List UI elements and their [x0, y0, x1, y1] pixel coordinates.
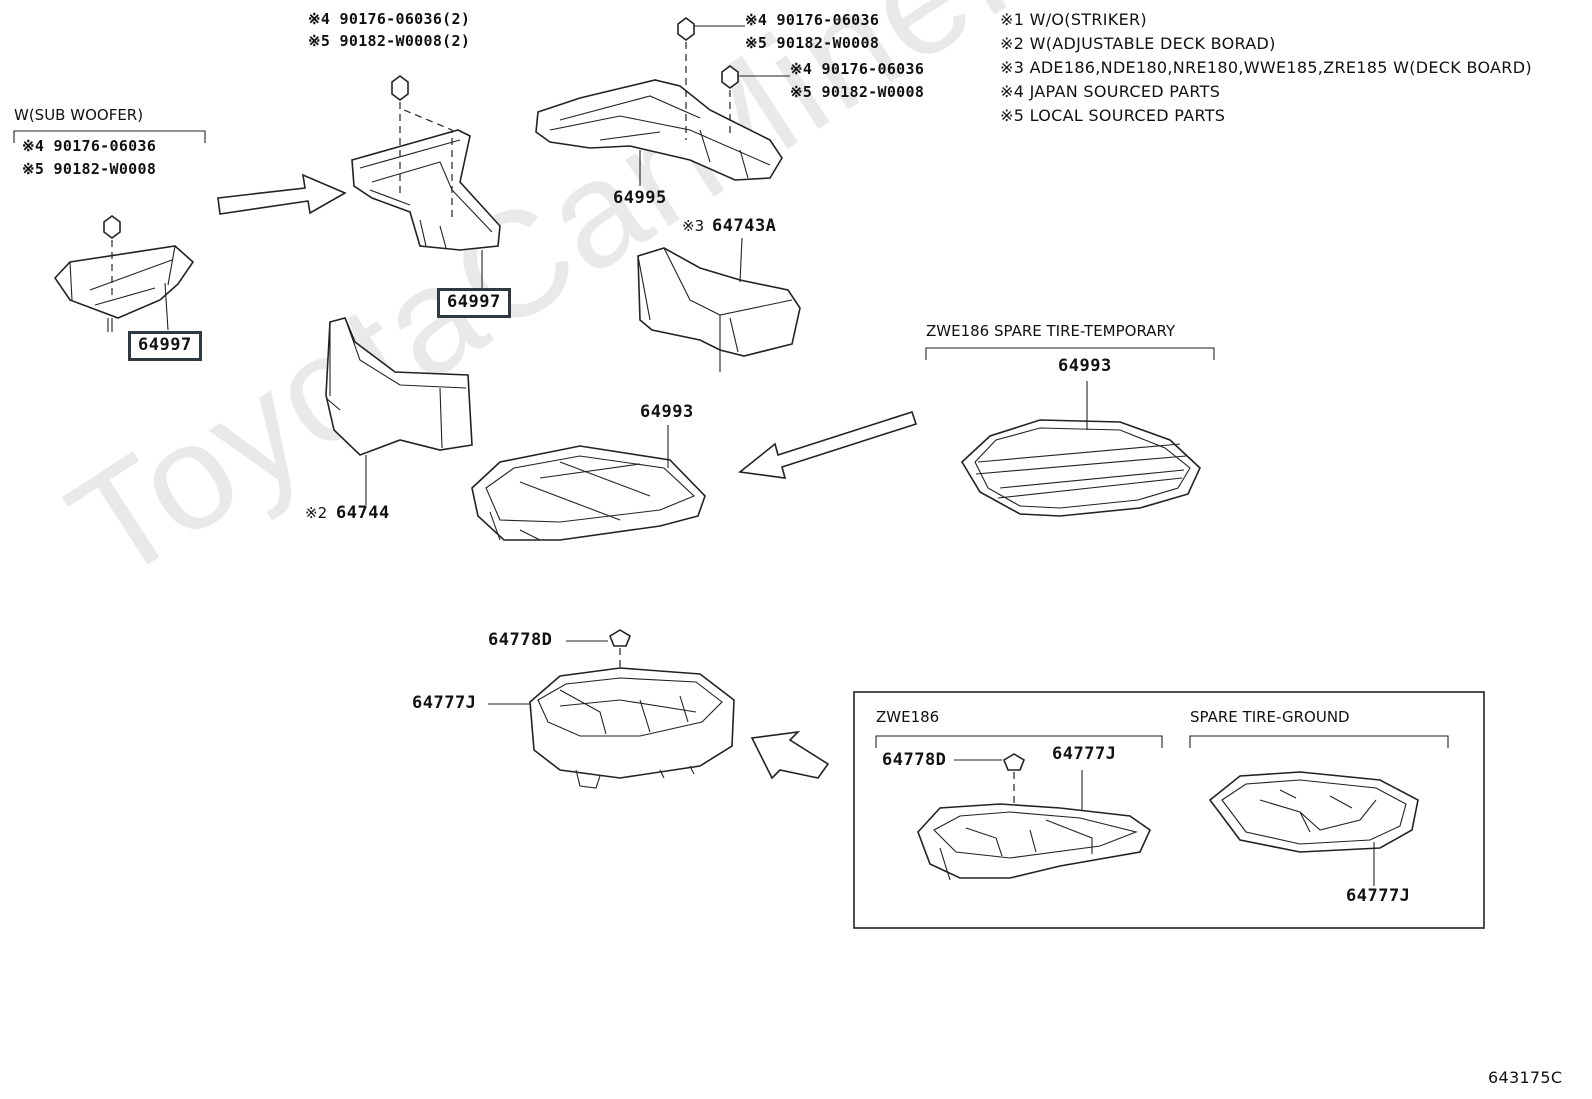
- spare-temporary-bracket: [925, 347, 1215, 360]
- center-fastener-local: ※5 90182-W0008(2): [308, 32, 471, 50]
- center-panel-drawing: [351, 75, 501, 288]
- right-panel-drawing: [535, 17, 790, 186]
- right-fastener1-jp: ※4 90176-06036: [745, 11, 880, 29]
- inset-zwe-clip-number[interactable]: 64778D: [882, 750, 947, 770]
- subwoofer-part-number[interactable]: 64997: [128, 331, 202, 361]
- subwoofer-panel-drawing: [53, 215, 195, 332]
- box-3-drawing: [637, 237, 801, 372]
- tool-box-drawing: [488, 629, 735, 789]
- subwoofer-fastener-jp: ※4 90176-06036: [22, 137, 157, 155]
- box-2-mark: ※2: [305, 504, 328, 522]
- direction-arrow-1: [217, 173, 347, 215]
- spare-temporary-label: ZWE186 SPARE TIRE-TEMPORARY: [926, 322, 1176, 340]
- inset-ground-bracket: [1189, 735, 1449, 748]
- inset-zwe-label: ZWE186: [876, 708, 940, 726]
- inset-ground-label: SPARE TIRE-GROUND: [1190, 708, 1350, 726]
- box-2-drawing: [325, 317, 473, 505]
- box-3-mark: ※3: [682, 217, 705, 235]
- inset-toolbox-drawing: [917, 753, 1152, 881]
- subwoofer-fastener-local: ※5 90182-W0008: [22, 160, 157, 178]
- inset-zwe-bracket: [875, 735, 1163, 748]
- right-fastener2-jp: ※4 90176-06036: [790, 60, 925, 78]
- right-fastener1-local: ※5 90182-W0008: [745, 34, 880, 52]
- inset-frame: [853, 691, 1485, 929]
- inset-ground-drawing: [1208, 771, 1419, 886]
- box-2-part-number[interactable]: 64744: [336, 503, 390, 523]
- direction-arrow-3: [750, 730, 830, 780]
- note-1: ※1 W/O(STRIKER): [1000, 10, 1147, 29]
- center-fastener-jp: ※4 90176-06036(2): [308, 10, 471, 28]
- inset-ground-part-number[interactable]: 64777J: [1346, 886, 1411, 906]
- right-fastener2-local: ※5 90182-W0008: [790, 83, 925, 101]
- direction-arrow-2: [738, 410, 918, 479]
- spare-temporary-part-number[interactable]: 64993: [1058, 356, 1112, 376]
- tool-box-clip-number[interactable]: 64778D: [488, 630, 553, 650]
- figure-id: 643175C: [1488, 1068, 1563, 1087]
- tray-main-part-number[interactable]: 64993: [640, 402, 694, 422]
- box-3-part-number[interactable]: 64743A: [712, 216, 777, 236]
- subwoofer-bracket: [13, 130, 206, 143]
- inset-zwe-part-number[interactable]: 64777J: [1052, 744, 1117, 764]
- note-2: ※2 W(ADJUSTABLE DECK BORAD): [1000, 34, 1276, 53]
- tray-main-drawing: [471, 425, 706, 541]
- center-part-number[interactable]: 64997: [437, 288, 511, 318]
- right-part-number[interactable]: 64995: [613, 188, 667, 208]
- subwoofer-label: W(SUB WOOFER): [14, 106, 144, 124]
- note-3: ※3 ADE186,NDE180,NRE180,WWE185,ZRE185 W(…: [1000, 58, 1532, 77]
- spare-temporary-drawing: [960, 381, 1201, 517]
- note-4: ※4 JAPAN SOURCED PARTS: [1000, 82, 1221, 101]
- note-5: ※5 LOCAL SOURCED PARTS: [1000, 106, 1226, 125]
- tool-box-part-number[interactable]: 64777J: [412, 693, 477, 713]
